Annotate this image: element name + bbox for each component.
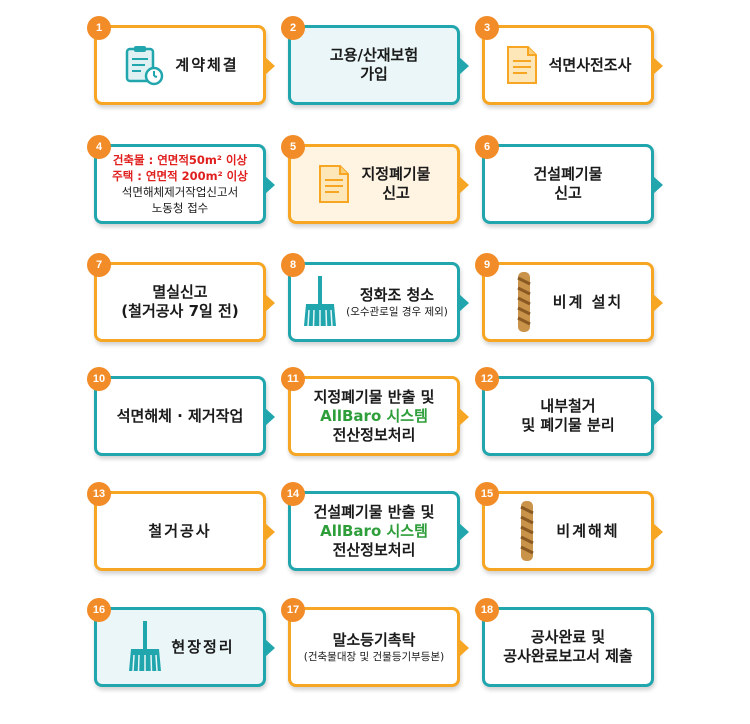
step-label: 건축물 : 연면적50m² 이상 주택 : 연면적 200m² 이상 석면해체제…: [112, 153, 248, 215]
next-arrow-icon: [653, 523, 663, 541]
broom-icon: [304, 276, 337, 327]
next-arrow-icon: [459, 639, 469, 657]
step-9-card: 9 비계 설치: [475, 253, 663, 342]
step-10-card: 10 석면해체 · 제거작업: [87, 367, 275, 456]
step-7-card: 7 멸실신고(철거공사 7일 전): [87, 253, 275, 342]
step-number-badge: 10: [87, 367, 111, 391]
next-arrow-icon: [459, 176, 469, 194]
next-arrow-icon: [653, 408, 663, 426]
step-number-badge: 18: [475, 598, 499, 622]
step-number-badge: 13: [87, 482, 111, 506]
next-arrow-icon: [265, 523, 275, 541]
step-label: 철거공사: [148, 521, 212, 540]
step-label: 멸실신고(철거공사 7일 전): [121, 283, 239, 320]
scaffold-rope-icon: [517, 272, 531, 332]
step-number-badge: 6: [475, 135, 499, 159]
step-label: 계약체결: [175, 55, 239, 74]
step-number-badge: 14: [281, 482, 305, 506]
step-17-card: 17 말소등기촉탁(건축물대장 및 건물등기부등본): [281, 598, 469, 687]
step-number-badge: 4: [87, 135, 111, 159]
step-4-card: 4 건축물 : 연면적50m² 이상 주택 : 연면적 200m² 이상 석면해…: [87, 135, 275, 224]
step-number-badge: 12: [475, 367, 499, 391]
step-number-badge: 17: [281, 598, 305, 622]
step-label: 정화조 청소(오수관로일 경우 제외): [346, 285, 448, 318]
step-8-card: 8 정화조 청소(오수관로일 경우 제외): [281, 253, 469, 342]
next-arrow-icon: [653, 294, 663, 312]
next-arrow-icon: [459, 523, 469, 541]
step-label: 현장정리: [171, 637, 235, 656]
step-number-badge: 3: [475, 16, 499, 40]
next-arrow-icon: [653, 176, 663, 194]
document-icon: [319, 165, 350, 203]
step-number-badge: 5: [281, 135, 305, 159]
step-label: 석면사전조사: [548, 55, 632, 74]
step-number-badge: 8: [281, 253, 305, 277]
step-label: 석면해체 · 제거작업: [116, 406, 244, 425]
step-16-card: 16 현장정리: [87, 598, 275, 687]
step-13-card: 13 철거공사: [87, 482, 275, 571]
next-arrow-icon: [459, 57, 469, 75]
next-arrow-icon: [265, 408, 275, 426]
step-number-badge: 16: [87, 598, 111, 622]
step-label: 비계 설치: [552, 292, 624, 311]
step-number-badge: 9: [475, 253, 499, 277]
step-number-badge: 2: [281, 16, 305, 40]
next-arrow-icon: [459, 408, 469, 426]
contract-clipboard-icon: [126, 46, 164, 86]
step-label: 말소등기촉탁(건축물대장 및 건물등기부등본): [303, 630, 445, 663]
scaffold-rope-icon: [520, 501, 535, 561]
next-arrow-icon: [265, 639, 275, 657]
step-label: 비계해체: [556, 521, 620, 540]
next-arrow-icon: [265, 294, 275, 312]
next-arrow-icon: [653, 57, 663, 75]
next-arrow-icon: [265, 57, 275, 75]
next-arrow-icon: [265, 176, 275, 194]
step-number-badge: 15: [475, 482, 499, 506]
broom-icon: [129, 621, 162, 672]
step-3-card: 3 석면사전조사: [475, 16, 663, 105]
step-number-badge: 11: [281, 367, 305, 391]
step-number-badge: 7: [87, 253, 111, 277]
step-number-badge: 1: [87, 16, 111, 40]
step-15-card: 15 비계해체: [475, 482, 663, 571]
next-arrow-icon: [459, 294, 469, 312]
document-icon: [506, 46, 537, 84]
step-1-card: 1 계약체결: [87, 16, 275, 105]
